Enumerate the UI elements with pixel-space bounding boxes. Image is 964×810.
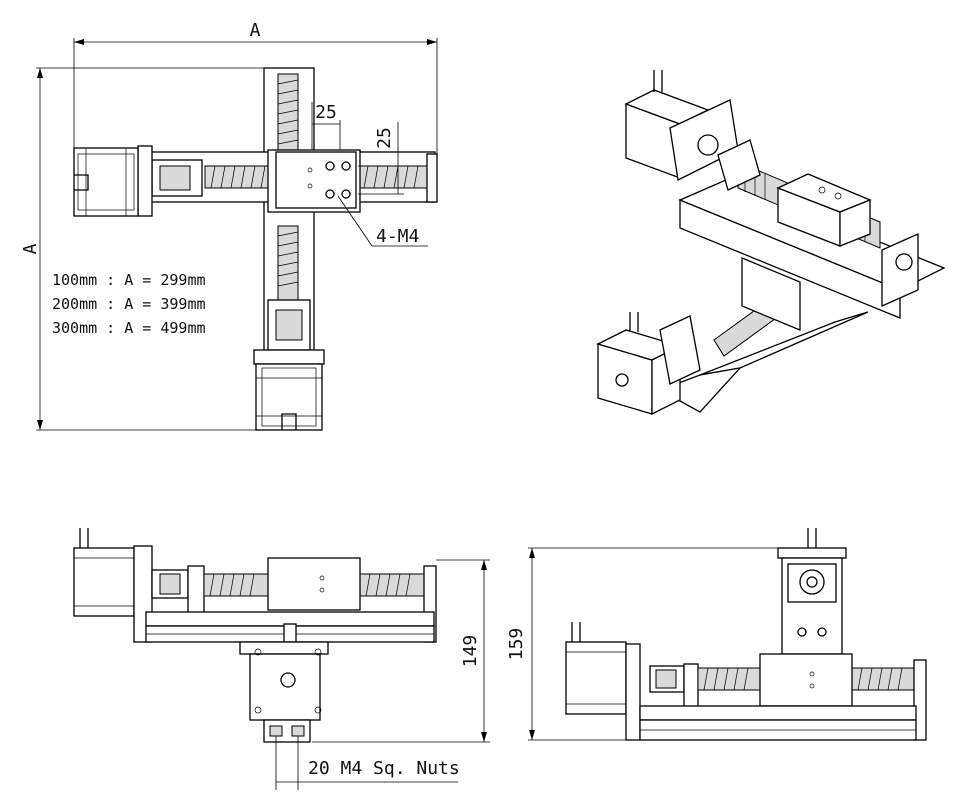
front-view: 149 20 M4 Sq. Nuts [73,528,490,790]
thread-callout-label: 4-M4 [376,226,419,247]
nuts-callout-label: 20 M4 Sq. Nuts [308,758,460,779]
nuts-callout: 20 M4 Sq. Nuts [275,736,460,790]
size-row-100: 100mm : A = 299mm [52,271,206,289]
top-view: A A [20,20,438,431]
dimension-25-horizontal: 25 [311,102,341,150]
dimension-159-label: 159 [506,628,527,661]
dimension-159: 159 [506,547,780,741]
side-view: 159 [506,528,927,741]
dimension-a-top-label: A [250,20,261,41]
dimension-a-top: A [73,20,438,160]
size-table: 100mm : A = 299mm 200mm : A = 399mm 300m… [52,271,206,337]
x-axis-motor [73,147,139,217]
isometric-view [596,70,946,416]
size-row-300: 300mm : A = 499mm [52,319,206,337]
dimension-25-v-label: 25 [374,127,395,149]
dimension-149-label: 149 [460,635,481,668]
thread-callout: 4-M4 [337,195,428,247]
dimension-149: 149 [312,559,490,743]
dimension-a-side-label: A [20,243,41,254]
dimension-25-vertical: 25 [358,122,404,195]
dimension-25-h-label: 25 [315,102,337,123]
y-axis-motor [255,363,323,431]
front-view-motor [73,547,135,617]
dimension-a-side: A [20,67,290,431]
size-row-200: 200mm : A = 399mm [52,295,206,313]
